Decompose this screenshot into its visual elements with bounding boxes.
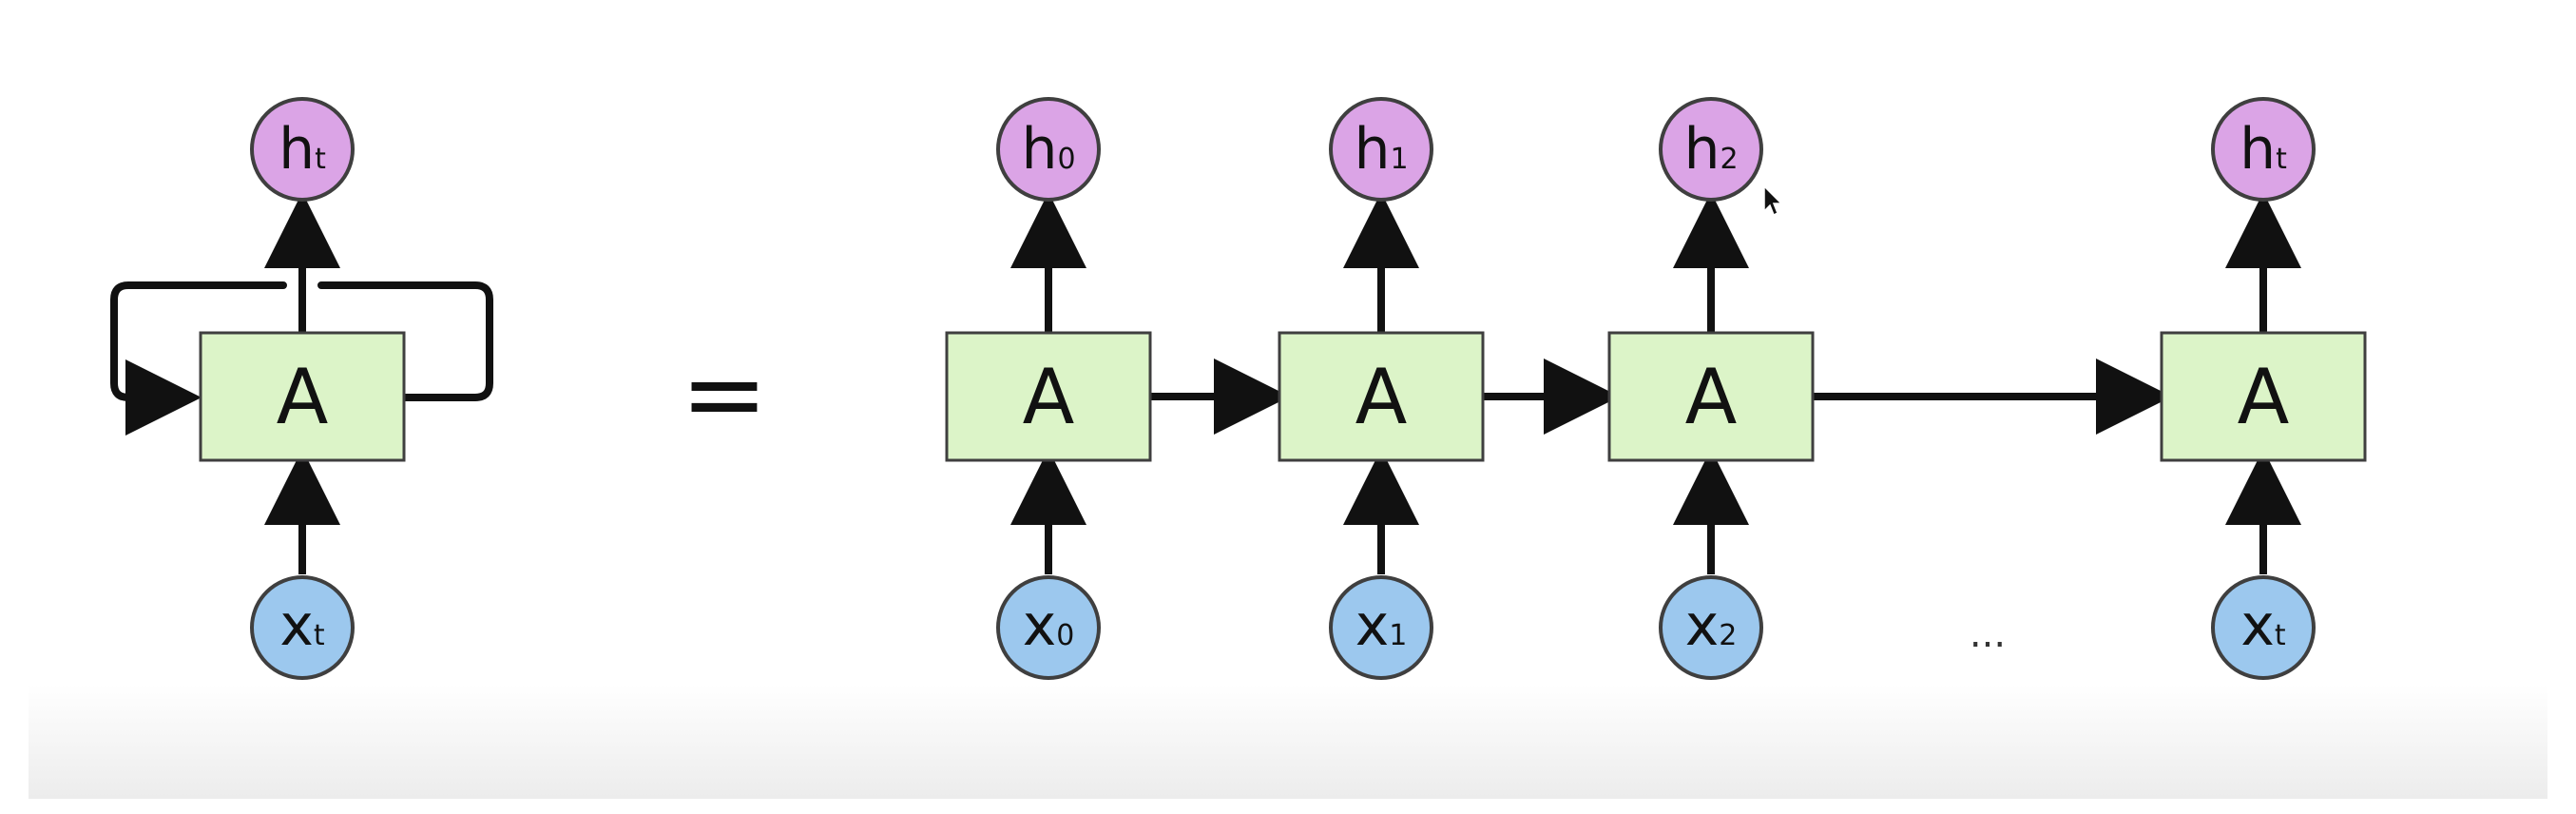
unrolled-step: A h1 x1	[1278, 97, 1485, 680]
rolled-cell-box	[199, 331, 406, 462]
unrolled-rnn: A h0 x0 A h1	[945, 97, 2367, 680]
ellipsis: ...	[1970, 612, 2006, 656]
output-node	[1329, 97, 1433, 202]
cell-label: A	[2238, 353, 2290, 441]
equals-sign: =	[681, 333, 768, 455]
rolled-rnn: A ht xt	[110, 97, 493, 680]
rolled-output-node	[250, 97, 355, 202]
recurrent-loop-arrow	[110, 281, 493, 397]
output-label: h1	[1354, 116, 1408, 183]
rolled-input-node	[250, 575, 355, 680]
output-label: h0	[1021, 116, 1075, 183]
cell-label: A	[1685, 353, 1738, 441]
input-node	[1329, 575, 1433, 680]
rolled-input-label: xt	[279, 592, 325, 659]
unrolled-step: A h0 x0	[945, 97, 1152, 680]
unrolled-step: A ht xt	[2160, 97, 2367, 680]
output-node	[996, 97, 1101, 202]
output-label: h2	[1683, 116, 1738, 183]
cell-box	[2160, 331, 2367, 462]
cell-box	[1278, 331, 1485, 462]
mouse-pointer-icon	[1763, 184, 1783, 217]
cell-box	[1607, 331, 1815, 462]
cell-label: A	[1355, 353, 1408, 441]
input-node	[2211, 575, 2316, 680]
rolled-cell-label: A	[277, 353, 329, 441]
input-label: x1	[1355, 592, 1408, 659]
output-node	[2211, 97, 2316, 202]
cell-box	[945, 331, 1152, 462]
unrolled-step: A h2 x2	[1607, 97, 1815, 680]
rolled-output-label: ht	[279, 116, 326, 183]
input-label: x2	[1685, 592, 1738, 659]
input-node	[996, 575, 1101, 680]
cell-label: A	[1023, 353, 1075, 441]
input-node	[1659, 575, 1763, 680]
output-label: ht	[2240, 116, 2287, 183]
input-label: xt	[2240, 592, 2286, 659]
output-node	[1659, 97, 1763, 202]
bottom-shadow-band	[29, 685, 2547, 799]
input-label: x0	[1023, 592, 1075, 659]
